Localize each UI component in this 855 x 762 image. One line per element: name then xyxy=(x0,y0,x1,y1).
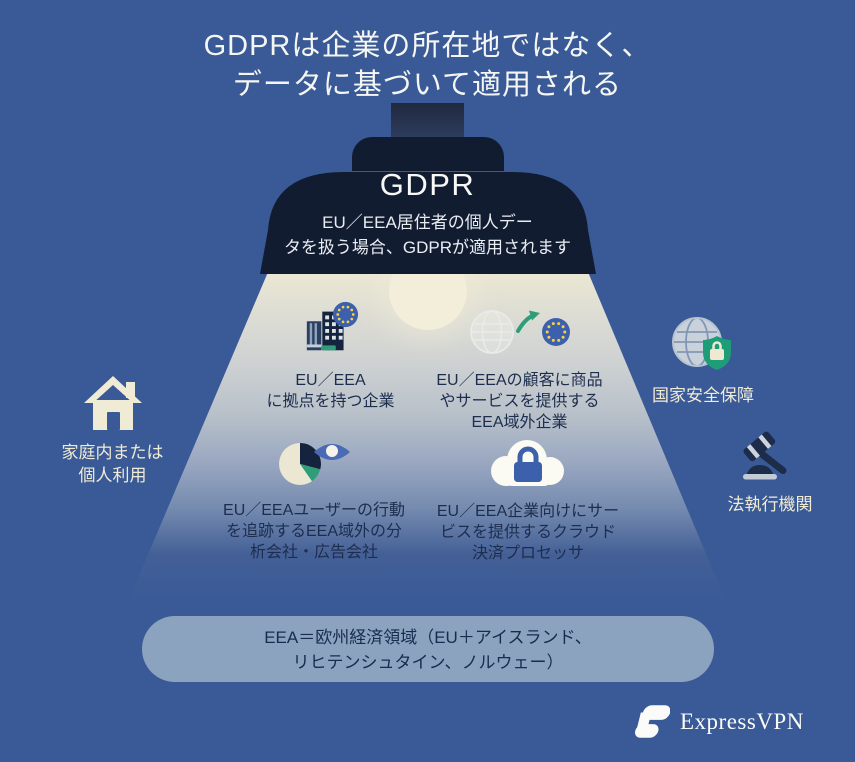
beam-item-tracking-companies: EU／EEAユーザーの行動 を追跡するEEA域外の分 析会社・広告会社 xyxy=(218,438,410,563)
lamp-subtitle-line-1: EU／EEA居住者の個人デー xyxy=(322,213,533,232)
item-text-line: に拠点を持つ企業 xyxy=(266,393,395,410)
pie-chart-eye-icon xyxy=(279,443,350,485)
lamp-subtitle-line-2: タを扱う場合、GDPRが適用されます xyxy=(283,238,572,257)
beam-item-text: EU／EEAの顧客に商品 やサービスを提供する EEA域外企業 xyxy=(422,370,617,433)
item-text-line: 国家安全保障 xyxy=(652,386,754,405)
item-text-line: EU／EEA xyxy=(295,372,366,389)
title-line-1: GDPRは企業の所在地ではなく、 xyxy=(203,30,652,62)
building-eu-flag-icon xyxy=(306,301,358,351)
outside-item-text: 家庭内または 個人利用 xyxy=(40,441,185,487)
beam-item-text: EU／EEA企業向けにサー ビスを提供するクラウド 決済プロセッサ xyxy=(432,501,624,564)
outside-item-text: 国家安全保障 xyxy=(635,384,771,407)
outside-item-text: 法執行機関 xyxy=(702,493,838,516)
lamp-shade xyxy=(260,172,596,274)
item-text-line: EU／EEA企業向けにサー xyxy=(436,503,620,520)
brand-lockup: ExpressVPN xyxy=(628,703,804,741)
beam-item-text: EU／EEAユーザーの行動 を追跡するEEA域外の分 析会社・広告会社 xyxy=(218,500,410,563)
footnote-line-2: リヒテンシュタイン、ノルウェー） xyxy=(292,653,564,672)
title-line-2: データに基づいて適用される xyxy=(232,69,623,101)
item-text-line: 決済プロセッサ xyxy=(471,545,584,562)
beam-item-foreign-company-serving-eea: EU／EEAの顧客に商品 やサービスを提供する EEA域外企業 xyxy=(422,306,617,433)
outside-item-law-enforcement: 法執行機関 xyxy=(702,428,838,516)
gavel-icon xyxy=(743,431,787,480)
lamp-dome xyxy=(352,137,504,171)
lamp-heading: GDPR xyxy=(379,167,476,202)
item-text-line: やサービスを提供する xyxy=(439,393,600,410)
item-text-line: 法執行機関 xyxy=(727,495,813,514)
page-title: GDPRは企業の所在地ではなく、 データに基づいて適用される xyxy=(0,27,855,105)
item-text-line: 析会社・広告会社 xyxy=(249,544,378,561)
item-text-line: EEA域外企業 xyxy=(471,414,568,431)
item-text-line: 個人利用 xyxy=(78,466,147,485)
globe-arrow-eu-flag-icon xyxy=(469,310,570,354)
lamp-subtitle: EU／EEA居住者の個人デー タを扱う場合、GDPRが適用されます xyxy=(0,210,855,260)
footnote-line-1: EEA＝欧州経済領域（EU＋アイスランド、 xyxy=(264,628,592,647)
item-text-line: 家庭内または xyxy=(61,443,164,462)
globe-shield-icon xyxy=(672,317,731,370)
expressvpn-logo-icon xyxy=(635,705,670,738)
eea-footnote: EEA＝欧州経済領域（EU＋アイスランド、 リヒテンシュタイン、ノルウェー） xyxy=(142,616,714,682)
outside-item-home-personal-use: 家庭内または 個人利用 xyxy=(40,376,185,487)
item-text-line: EU／EEAユーザーの行動 xyxy=(223,502,405,519)
cloud-lock-icon xyxy=(491,440,564,486)
brand-name: ExpressVPN xyxy=(680,709,804,734)
beam-item-text: EU／EEA に拠点を持つ企業 xyxy=(238,370,423,412)
item-text-line: を追跡するEEA域外の分 xyxy=(225,523,403,540)
item-text-line: ビスを提供するクラウド xyxy=(439,524,616,541)
house-icon xyxy=(83,376,142,430)
item-text-line: EU／EEAの顧客に商品 xyxy=(436,372,603,389)
outside-item-national-security: 国家安全保障 xyxy=(635,316,771,407)
beam-item-eu-based-company: EU／EEA に拠点を持つ企業 xyxy=(238,300,423,412)
beam-item-cloud-payment-processors: EU／EEA企業向けにサー ビスを提供するクラウド 決済プロセッサ xyxy=(432,438,624,564)
